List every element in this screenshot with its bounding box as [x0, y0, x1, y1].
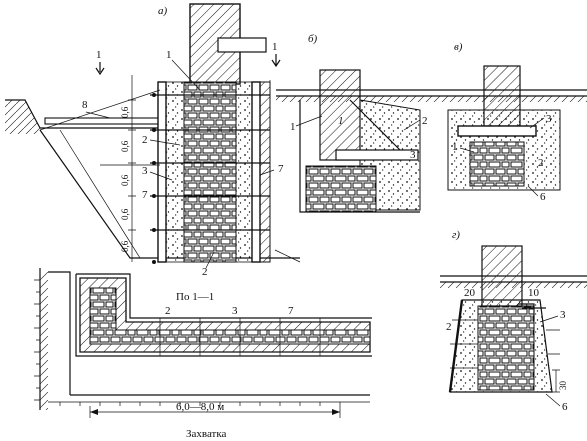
- plan-callout-2: 2: [165, 305, 171, 317]
- g-callout-6: 6: [562, 401, 568, 413]
- b-callout-3: 3: [410, 149, 416, 161]
- svg-text:1: 1: [96, 49, 102, 61]
- span-dimension-label: 6,0—8,0 м: [176, 401, 224, 413]
- b-callout-2: 2: [422, 115, 428, 127]
- formwork-right-board: [251, 81, 261, 263]
- dim-0-6-2: 0,6: [120, 140, 130, 152]
- callout-2: 2: [142, 134, 148, 146]
- floor-beam: [217, 37, 267, 53]
- v-callout-6: 6: [540, 191, 546, 203]
- concrete-fill-right: [235, 81, 253, 263]
- plan-span-dimension: 6,0—8,0 м: [89, 401, 341, 418]
- svg-text:1: 1: [272, 41, 278, 53]
- b-callout-1: 1: [290, 121, 296, 133]
- g-callout-3: 3: [560, 309, 566, 321]
- plan-masonry-core: [89, 287, 371, 345]
- figure-v: в) 3 1 2 6: [440, 41, 587, 203]
- figure-b: б) 1 2 1 3: [276, 33, 440, 213]
- callout-7-left: 7: [142, 189, 148, 201]
- figure-a-elevation: а) 0,6: [5, 3, 301, 278]
- g-callout-30: 30: [558, 381, 568, 391]
- plan-callout-7: 7: [288, 305, 294, 317]
- figure-label-a: а): [158, 5, 168, 17]
- figure-label-v: в): [454, 41, 463, 53]
- plan-caption: По 1—1: [176, 291, 214, 303]
- v-callout-1: 1: [452, 141, 458, 153]
- v-callout-3: 3: [546, 113, 552, 125]
- figure-g: г) 20 10 2 3 30 6: [440, 229, 587, 413]
- callout-3: 3: [142, 165, 148, 177]
- walkway-board: [44, 117, 161, 125]
- v-callout-2: 2: [538, 157, 544, 169]
- b-callout-1-inner: 1: [338, 115, 344, 127]
- dim-0-6-1: 0,6: [120, 106, 130, 118]
- rubble-masonry: [183, 81, 237, 263]
- plan-section: По 1—1 2 3 7 6,0—8,0 м Захватка: [34, 268, 372, 440]
- tie-bolts: [150, 93, 270, 264]
- figure-label-g: г): [452, 229, 460, 241]
- callout-1: 1: [166, 49, 172, 61]
- g-callout-10: 10: [528, 287, 540, 299]
- height-dimension: 0,6 0,6 0,6 0,6 0,6: [120, 75, 136, 262]
- formwork-left-board: [157, 81, 167, 263]
- plan-callout-3: 3: [232, 305, 238, 317]
- dim-0-6-4: 0,6: [120, 208, 130, 220]
- figure-label-b: б): [308, 33, 318, 45]
- section-mark-right: 1: [271, 41, 281, 68]
- g-callout-20: 20: [464, 287, 476, 299]
- zakhvatka-label: Захватка: [186, 428, 227, 440]
- concrete-fill-left: [165, 81, 185, 263]
- callout-2-bottom: 2: [202, 266, 208, 278]
- dim-0-6-3: 0,6: [120, 174, 130, 186]
- g-callout-2: 2: [446, 321, 452, 333]
- callout-7-right: 7: [278, 163, 284, 175]
- ground-hatch: [5, 100, 40, 134]
- callout-8: 8: [82, 99, 88, 111]
- section-mark-left: 1: [95, 49, 105, 76]
- dim-0-6-5: 0,6: [120, 240, 130, 252]
